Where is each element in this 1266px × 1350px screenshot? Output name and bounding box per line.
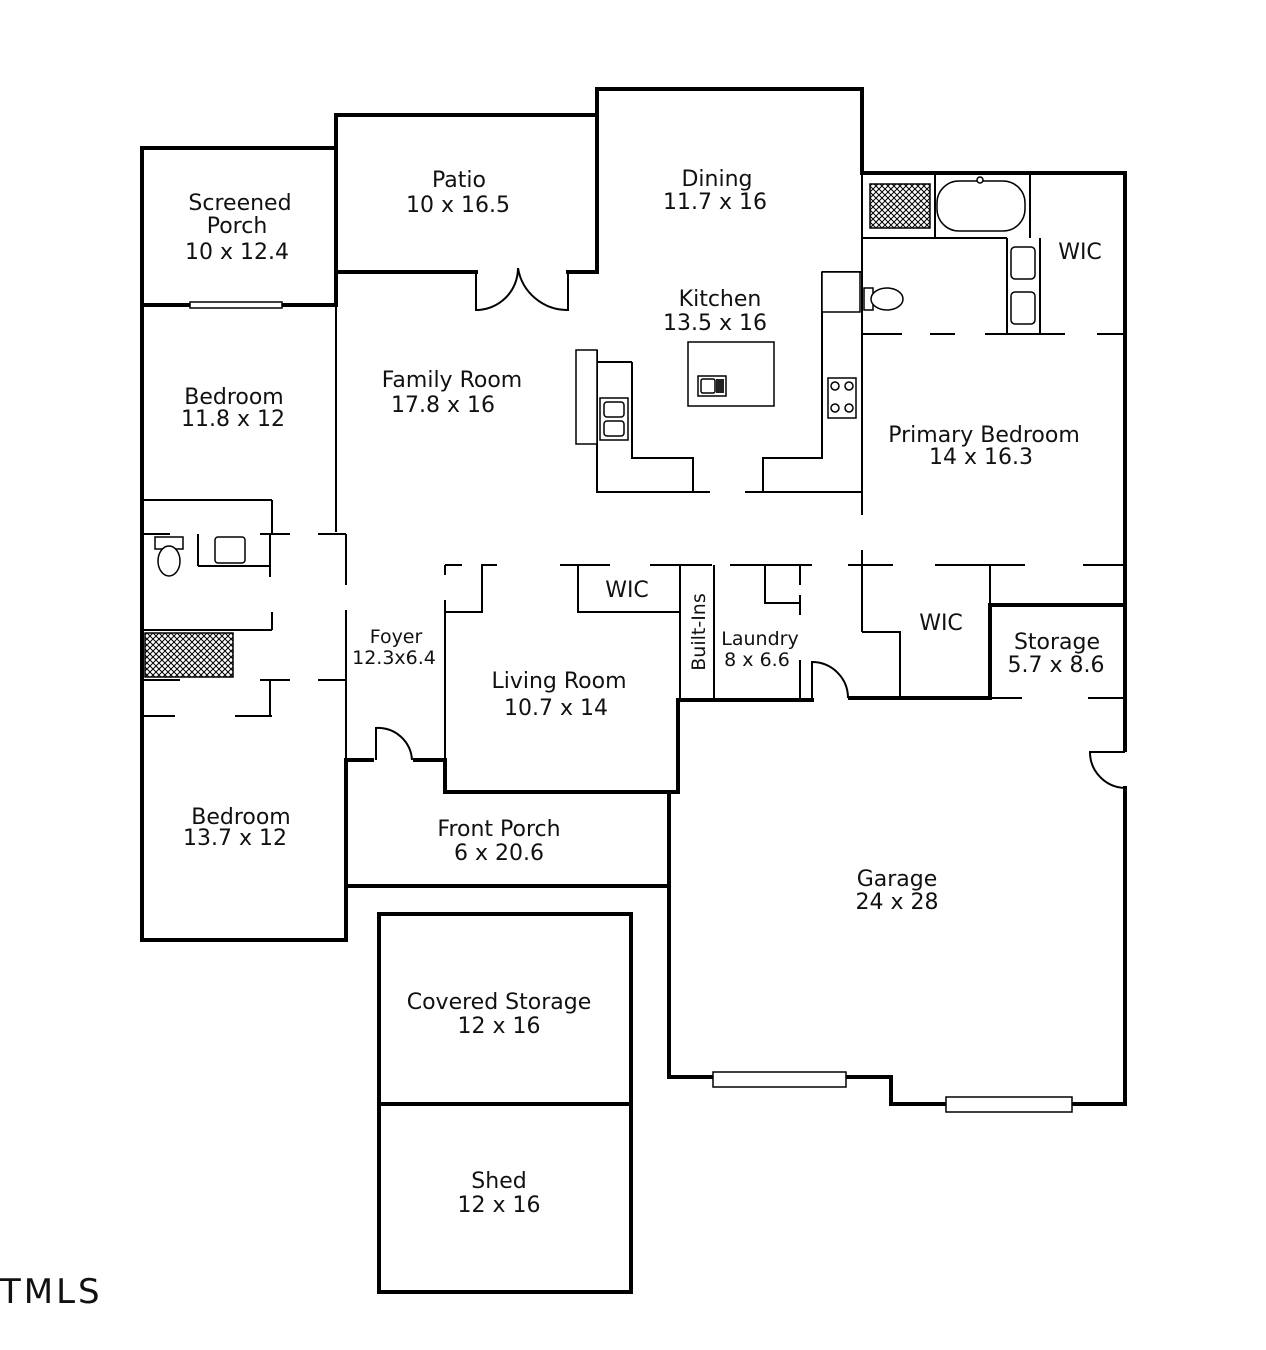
hall-wic-label: WIC <box>919 611 963 636</box>
shower-icon <box>869 183 931 229</box>
dining-dims: 11.7 x 16 <box>663 190 767 215</box>
screened-porch-dims: 10 x 12.4 <box>185 240 289 265</box>
covered-storage-label: Covered Storage <box>407 990 592 1015</box>
windows <box>189 301 1073 1113</box>
front-porch-label: Front Porch <box>437 817 560 842</box>
range-icon <box>827 377 857 419</box>
room-labels: Screened Porch 10 x 12.4 Patio 10 x 16.5… <box>181 167 1104 1218</box>
dining-label: Dining <box>681 167 752 192</box>
sink-icon <box>1010 246 1036 280</box>
living-room-dims: 10.7 x 14 <box>504 696 608 721</box>
patio-label: Patio <box>432 168 486 193</box>
storage-dims: 5.7 x 8.6 <box>1008 653 1105 678</box>
refrigerator-icon <box>821 271 861 313</box>
family-room-dims: 17.8 x 16 <box>391 393 495 418</box>
toilet-icon <box>154 536 184 577</box>
laundry-label: Laundry <box>721 628 798 650</box>
covered-storage-dims: 12 x 16 <box>458 1014 541 1039</box>
island-sink-icon <box>697 375 727 397</box>
foyer-label: Foyer <box>370 626 423 648</box>
storage-label: Storage <box>1014 630 1100 655</box>
living-room-label: Living Room <box>491 669 626 694</box>
screened-porch-label: Screened <box>188 191 291 216</box>
bathtub-icon <box>936 180 1026 232</box>
sink-icon <box>214 536 246 564</box>
bedroom-2-label: Bedroom <box>191 805 291 830</box>
primary-bedroom-dims: 14 x 16.3 <box>929 445 1033 470</box>
doors <box>375 267 1126 789</box>
laundry-dims: 8 x 6.6 <box>724 649 790 671</box>
kitchen-sink-icon <box>599 397 629 441</box>
fixtures <box>144 176 1036 678</box>
kitchen-label: Kitchen <box>679 287 762 312</box>
built-ins-label: Built-Ins <box>688 593 710 670</box>
bathtub-icon <box>144 632 234 678</box>
primary-bedroom-label: Primary Bedroom <box>888 423 1080 448</box>
screened-porch-label: Porch <box>207 214 268 239</box>
exterior-walls <box>140 87 1127 1294</box>
shed-dims: 12 x 16 <box>458 1193 541 1218</box>
toilet-icon <box>863 287 904 311</box>
foyer-dims: 12.3x6.4 <box>352 647 436 669</box>
sink-icon <box>1010 291 1036 325</box>
primary-wic-label: WIC <box>1058 240 1102 265</box>
kitchen-dims: 13.5 x 16 <box>663 311 767 336</box>
bedroom-2-dims: 13.7 x 12 <box>183 826 287 851</box>
garage-label: Garage <box>857 867 938 892</box>
interior-walls <box>142 173 1125 760</box>
shed-label: Shed <box>471 1169 526 1194</box>
living-wic-label: WIC <box>605 578 649 603</box>
bedroom-label: Bedroom <box>184 385 284 410</box>
bedroom-dims: 11.8 x 12 <box>181 407 285 432</box>
mls-watermark: TMLS <box>0 1272 103 1312</box>
family-room-label: Family Room <box>382 368 522 393</box>
patio-dims: 10 x 16.5 <box>406 193 510 218</box>
front-porch-dims: 6 x 20.6 <box>454 841 544 866</box>
garage-dims: 24 x 28 <box>856 890 939 915</box>
